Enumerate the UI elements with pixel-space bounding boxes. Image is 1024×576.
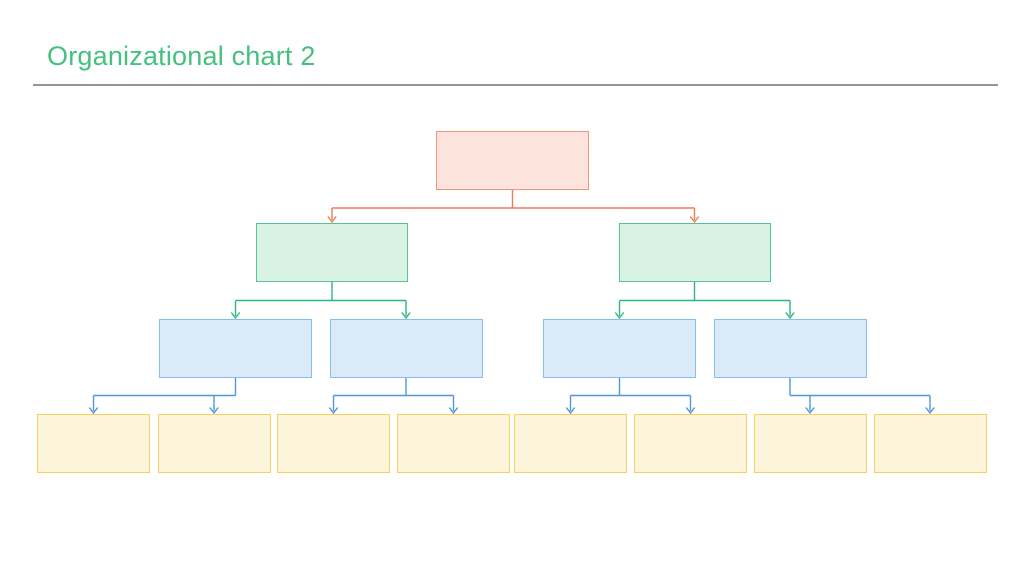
org-chart-box-y8[interactable] <box>873 414 987 473</box>
org-chart-box-b1[interactable] <box>159 319 312 378</box>
org-chart-box-b4[interactable] <box>713 319 867 378</box>
org-chart-box-g1[interactable] <box>256 223 408 282</box>
org-chart-box-y2[interactable] <box>157 414 271 473</box>
org-chart-box-b3[interactable] <box>543 319 696 378</box>
org-chart-box-y4[interactable] <box>397 414 510 473</box>
org-chart-box-g2[interactable] <box>618 223 771 282</box>
slide-title: Organizational chart 2 <box>47 41 316 71</box>
org-chart-box-b2[interactable] <box>329 319 483 378</box>
org-chart-box-y1[interactable] <box>37 414 150 473</box>
org-chart-box-y7[interactable] <box>753 414 867 473</box>
org-chart-box-n1[interactable] <box>436 131 589 190</box>
org-chart-box-y3[interactable] <box>277 414 390 473</box>
org-chart-box-y6[interactable] <box>634 414 747 473</box>
title-divider <box>33 84 998 86</box>
org-chart-box-y5[interactable] <box>514 414 627 473</box>
